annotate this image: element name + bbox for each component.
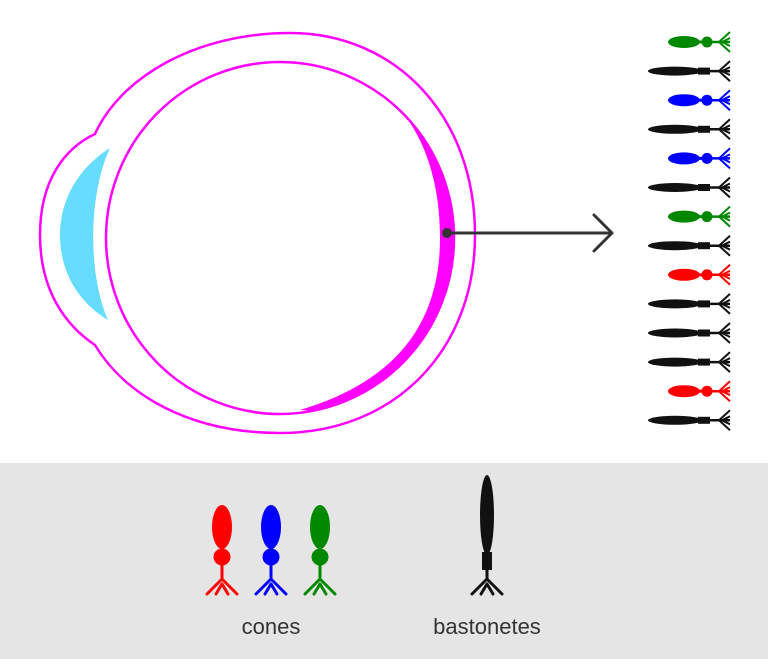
legend-panel: [0, 463, 768, 659]
column-rod: [648, 118, 731, 141]
column-rod: [648, 60, 731, 82]
legend-cones-group: [205, 505, 337, 596]
column-rod: [648, 351, 731, 373]
cornea: [60, 148, 110, 320]
column-rod: [648, 234, 731, 257]
legend-cone-green: [303, 505, 337, 596]
zoom-arrow: [442, 213, 614, 253]
column-cone-blue: [668, 147, 731, 170]
legend-rod-group: [470, 475, 504, 596]
eye-inner-outline: [104, 60, 456, 416]
legend-rod: [470, 475, 504, 596]
eye-outer-outline: [38, 31, 477, 435]
legend-rods-label: bastonetes: [433, 614, 541, 639]
retina: [300, 62, 454, 414]
eye: [38, 31, 477, 435]
column-cone-green: [668, 31, 731, 53]
arrow-head: [592, 213, 614, 253]
column-rod: [648, 293, 731, 315]
column-rod: [648, 176, 731, 199]
legend-cone-blue: [254, 505, 288, 596]
photoreceptor-column: [648, 31, 731, 432]
column-rod: [648, 322, 731, 344]
column-cone-red: [668, 380, 731, 402]
column-cone-green: [668, 205, 731, 228]
legend-cone-red: [205, 505, 239, 596]
column-cone-red: [668, 264, 731, 286]
legend-cones-label: cones: [242, 614, 301, 639]
column-cone-blue: [668, 89, 731, 111]
column-rod: [648, 409, 731, 432]
